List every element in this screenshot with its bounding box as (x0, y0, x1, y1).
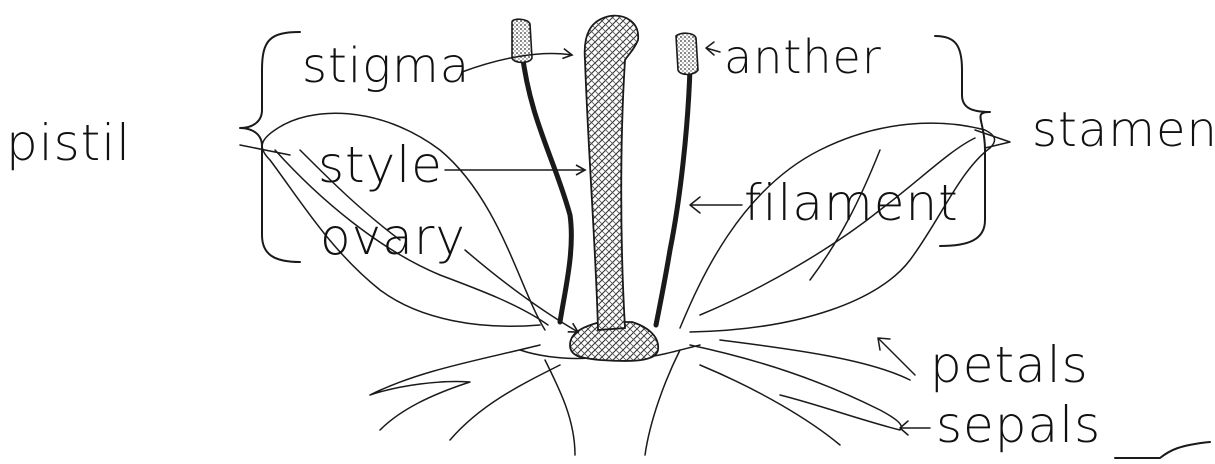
filament-left (522, 52, 571, 322)
stem-left (545, 360, 575, 455)
anther-right (676, 33, 698, 74)
sepal-left (370, 345, 540, 430)
style-label: style (318, 140, 443, 190)
sepal-right (690, 345, 901, 430)
sepals-pointer (900, 421, 930, 435)
style-shape (585, 16, 639, 330)
filament-right (656, 68, 690, 325)
anther-label: anther (724, 34, 882, 80)
stamen-label: stamen (1032, 106, 1215, 154)
corner-doodle (1115, 442, 1210, 458)
filament-label: filament (744, 178, 959, 228)
anther-pointer (706, 42, 720, 55)
sepal-right-lower (700, 365, 840, 445)
filament-pointer (690, 197, 742, 213)
sepals-label: sepals (936, 400, 1101, 450)
sepal-left-lower (450, 365, 560, 440)
petals-label: petals (930, 340, 1089, 390)
stigma-label: stigma (302, 42, 470, 90)
stem-right (645, 350, 680, 455)
ovary-label: ovary (320, 212, 466, 262)
pistil-label: pistil (6, 118, 131, 168)
